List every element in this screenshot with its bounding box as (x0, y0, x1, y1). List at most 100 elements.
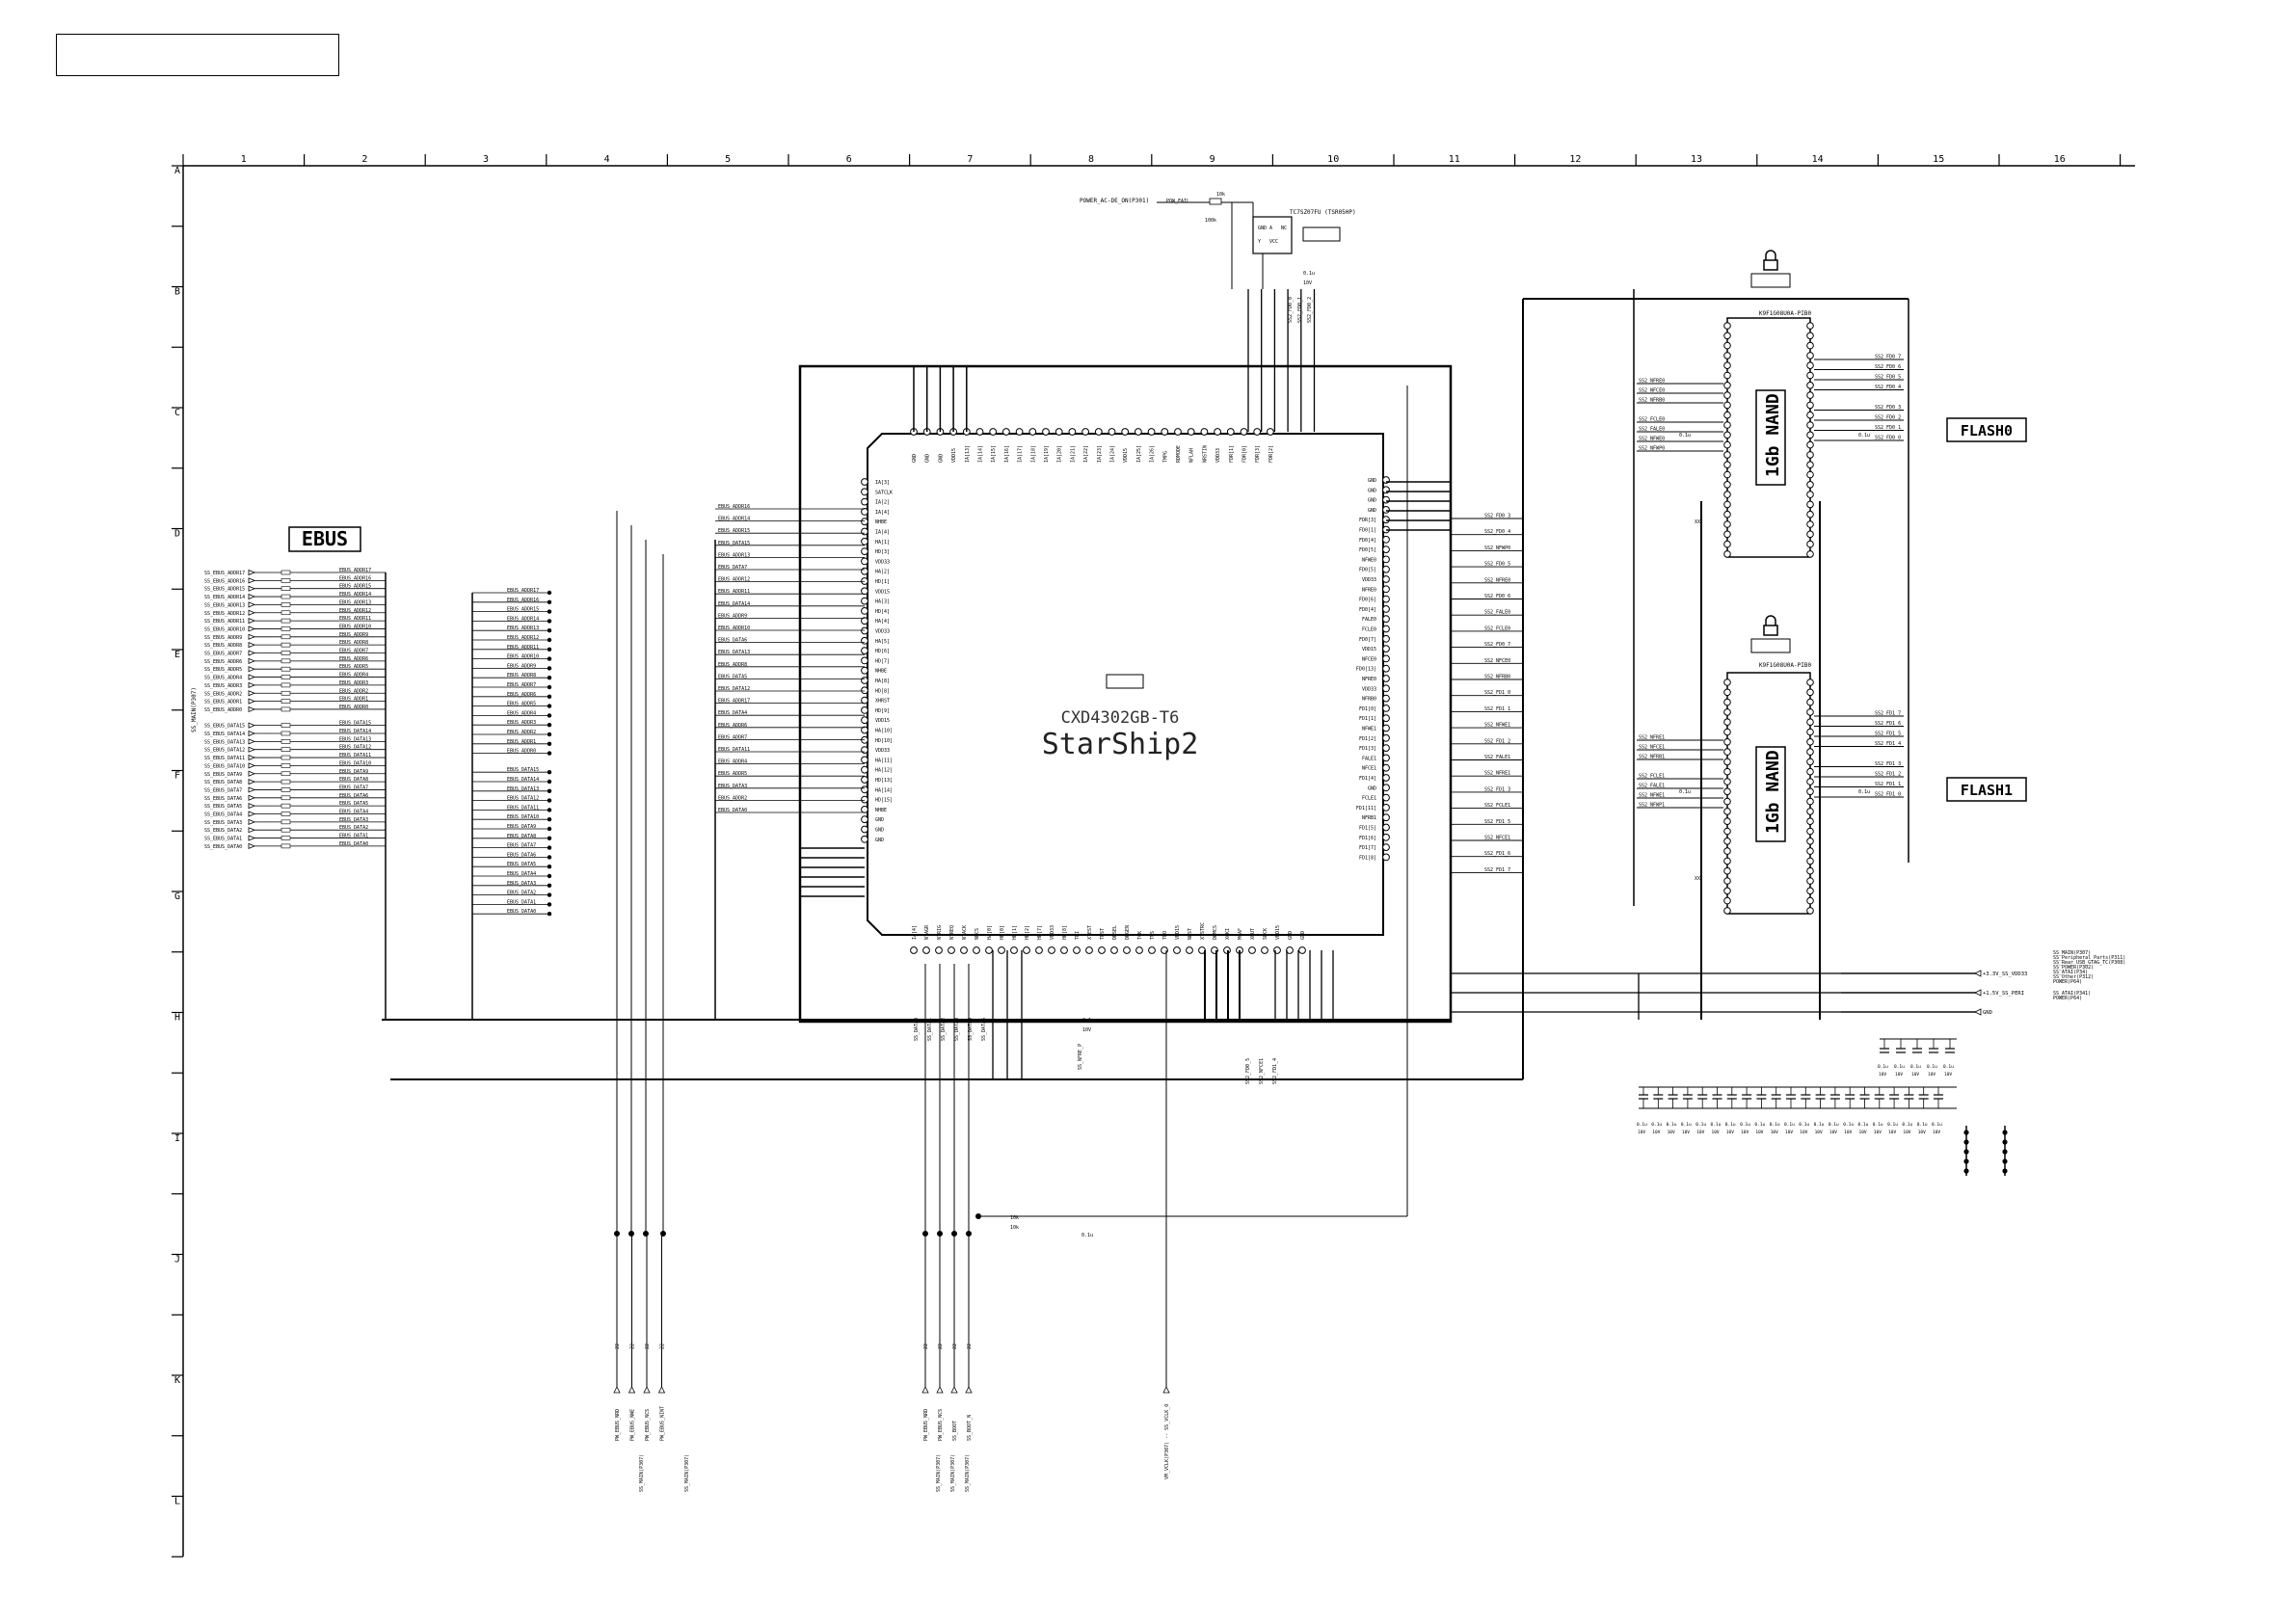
ic-pin-label: GND (1288, 931, 1294, 940)
ebus-chip-net: EBUS_ADDR5 (718, 771, 747, 777)
flash-pin (1806, 678, 1814, 686)
ebus-port-label: SS_EBUS_ADDR4 (204, 676, 242, 681)
row-label: D (174, 528, 180, 539)
net-label: SS2_NFRE1 (1484, 771, 1510, 777)
flash-pin (1806, 758, 1814, 766)
cap-voltage: 10V (1800, 1130, 1807, 1135)
flash-pin (1723, 540, 1731, 548)
column-label: 14 (1812, 154, 1824, 165)
ebus-net-label: EBUS_ADDR16 (339, 575, 371, 581)
column-label: 3 (483, 154, 489, 165)
junction-dot (547, 628, 552, 633)
ic-pin (1267, 428, 1274, 436)
net-label: SS2_FD1_0 (1484, 690, 1510, 696)
ic-pin (1382, 823, 1390, 832)
cap-voltage: 10V (1785, 1130, 1793, 1135)
ebus-net-label: EBUS_DATA15 (339, 721, 371, 727)
resistor (280, 787, 291, 792)
ic-pin (1382, 853, 1390, 862)
port-arrow (248, 842, 256, 850)
power-note: SS_Rear USB_GTAG_TC(P308) (2053, 960, 2125, 966)
flash-pin (1806, 767, 1814, 776)
ebus-net-label: EBUS_DATA0 (507, 909, 536, 915)
junction-dot (547, 855, 552, 860)
ebus-port-label: SS_EBUS_DATA8 (204, 780, 242, 785)
cap-value: 0.1u (1799, 1122, 1809, 1128)
flash-net-label: SS2_NFWP1 (1639, 803, 1665, 809)
port-arrow (248, 585, 256, 592)
ic-pin-label: HD[7] (875, 658, 890, 664)
flash-pin (1723, 778, 1731, 785)
ic-pin-label: FD1[4] (1359, 776, 1376, 782)
flash1-part: K9F1G08U0A-PIB0 (1759, 662, 1812, 669)
ic-pin (1382, 585, 1390, 594)
net-label: SS2_FD1_5 (1484, 819, 1510, 825)
ebus-port-label: SS_EBUS_ADDR0 (204, 707, 242, 713)
junction-dot (547, 873, 552, 879)
row-label: C (174, 408, 180, 418)
port-arrow (248, 666, 256, 673)
ic-pin (861, 656, 868, 665)
ebus-port-label: SS_EBUS_DATA13 (204, 739, 245, 745)
ebus-chip-net: EBUS_ADDR9 (718, 613, 747, 619)
ebus-net-label: EBUS_ADDR1 (507, 739, 536, 745)
flash-pin (1723, 481, 1731, 489)
flash0-part: K9F1G08U0A-PIB0 (1759, 310, 1812, 317)
flash-pin (1806, 907, 1814, 915)
ebus-left-ports: SS_EBUS_ADDR17SS_EBUS_ADDR16SS_EBUS_ADDR… (204, 569, 294, 850)
cap-value: 0.1u (1943, 1064, 1954, 1070)
ic-pin-label: GND (1368, 508, 1376, 514)
ic-pin (1382, 535, 1390, 544)
flash-net-label: SS2_NFRB1 (1639, 755, 1665, 760)
ic-pin-label: IA[22] (1083, 445, 1089, 463)
ic-pin-label: HD[1] (875, 579, 890, 585)
ic-pin (1147, 428, 1156, 436)
port-arrow (248, 705, 256, 713)
column-label: 4 (604, 154, 610, 165)
ic-pin-label: HA[5] (875, 639, 890, 645)
flash-net-label: SS2_FD1_5 (1875, 732, 1901, 737)
cap-voltage: 10V (1859, 1130, 1867, 1135)
ic-pin (1121, 428, 1130, 436)
flash-pin (1723, 728, 1731, 736)
ic-pin-label: NFRB1 (1362, 815, 1376, 821)
ic-pin-label: FDR[0] (1242, 445, 1248, 463)
ebus-chip-net: EBUS_ADDR10 (718, 625, 750, 631)
ic-pin (1382, 625, 1390, 633)
ic-pin (1382, 744, 1390, 752)
ebus-port-label: SS_EBUS_ADDR17 (204, 571, 245, 576)
resistor (280, 836, 291, 840)
power-note: SS_Peripheral Parts(P311) (2053, 955, 2125, 961)
ic-pin-label: IA[24] (1110, 445, 1116, 463)
flash-pin (1723, 371, 1731, 380)
ic-pin-label: IA[15] (991, 445, 997, 463)
ic-pin-label: VDD15 (875, 718, 890, 724)
junction-dot (1963, 1158, 1969, 1164)
column-label: 5 (725, 154, 731, 165)
net-label: POW_FAIL (1166, 199, 1189, 204)
ic-pin-label: FD1[3] (1359, 746, 1376, 752)
title-block (56, 34, 339, 76)
port-label: VM_VCLK(P307) -- SS_VCLK_O (1164, 1404, 1170, 1479)
row-label: J (174, 1254, 180, 1264)
ic-pin-label: A (1269, 226, 1272, 231)
ic-pin-label: HD[3] (875, 549, 890, 555)
ic-pin-label: HA[3] (875, 599, 890, 605)
ic-pin (1135, 946, 1143, 954)
column-label: 9 (1210, 154, 1215, 165)
cap-value: 0.1u (1829, 1122, 1839, 1128)
ebus-port-label: SS_EBUS_ADDR6 (204, 659, 242, 665)
ic-pin-label: HD[0] (1000, 925, 1005, 940)
resistor (280, 706, 291, 712)
flash-net-label: SS2_NFWE0 (1639, 437, 1665, 442)
ic-pin-label: IA[4] (875, 530, 890, 536)
port-arrow (965, 1386, 973, 1394)
ebus-bus-label: SS_MAIN(P307) (191, 687, 198, 732)
row-label: I (174, 1133, 180, 1144)
cap-voltage: 10V (1933, 1130, 1940, 1135)
resistor (280, 586, 291, 592)
ic-pin (1187, 428, 1195, 436)
port-arrow (936, 1386, 944, 1394)
flash-net-label: SS2_FCLE1 (1639, 774, 1665, 780)
